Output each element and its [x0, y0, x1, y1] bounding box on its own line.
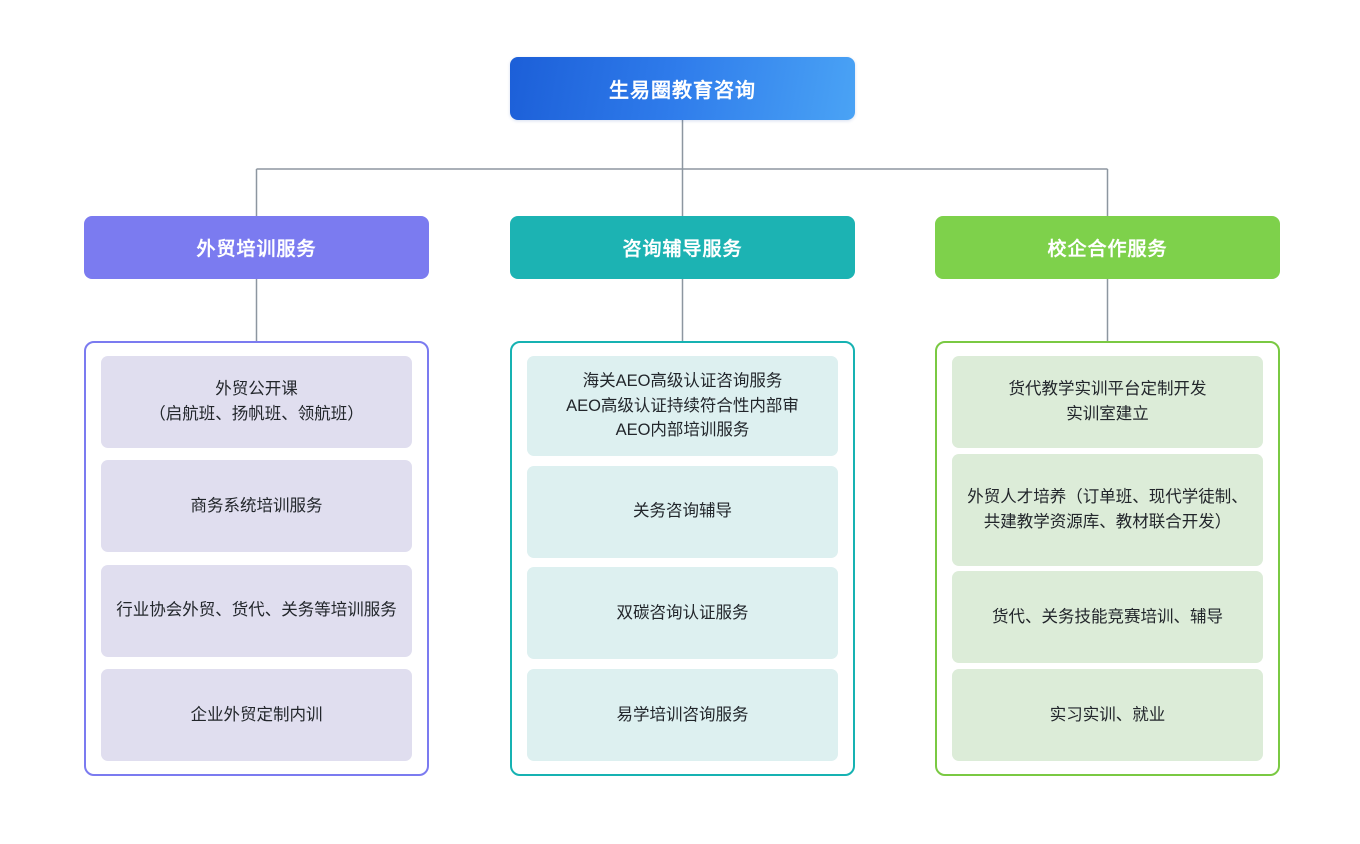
- leaf-item[interactable]: 货代教学实训平台定制开发 实训室建立: [952, 356, 1263, 448]
- leaf-item[interactable]: 外贸公开课 （启航班、扬帆班、领航班）: [101, 356, 412, 448]
- column-header-title: 咨询辅导服务: [622, 239, 743, 260]
- branch-column-waimao-peixun: 外贸培训服务 外贸公开课 （启航班、扬帆班、领航班） 商务系统培训服务 行业协会…: [84, 216, 429, 776]
- leaf-item[interactable]: 商务系统培训服务: [101, 460, 412, 553]
- branch-column-xiaoqi-hezuo: 校企合作服务 货代教学实训平台定制开发 实训室建立 外贸人才培养（订单班、现代学…: [935, 216, 1280, 776]
- column-header-waimao-peixun[interactable]: 外贸培训服务: [84, 216, 429, 279]
- column-body-zixun-fudao: 海关AEO高级认证咨询服务 AEO高级认证持续符合性内部审 AEO内部培训服务 …: [510, 341, 855, 776]
- column-body-waimao-peixun: 外贸公开课 （启航班、扬帆班、领航班） 商务系统培训服务 行业协会外贸、货代、关…: [84, 341, 429, 776]
- leaf-item[interactable]: 海关AEO高级认证咨询服务 AEO高级认证持续符合性内部审 AEO内部培训服务: [527, 356, 838, 456]
- column-header-title: 校企合作服务: [1047, 239, 1168, 260]
- leaf-item[interactable]: 实习实训、就业: [952, 668, 1263, 761]
- root-node[interactable]: 生易圈教育咨询: [510, 57, 855, 120]
- leaf-item[interactable]: 双碳咨询认证服务: [527, 567, 838, 660]
- leaf-item[interactable]: 企业外贸定制内训: [101, 668, 412, 761]
- column-header-zixun-fudao[interactable]: 咨询辅导服务: [510, 216, 855, 279]
- column-header-title: 外贸培训服务: [196, 239, 317, 260]
- leaf-item[interactable]: 外贸人才培养（订单班、现代学徒制、共建教学资源库、教材联合开发）: [952, 453, 1263, 566]
- column-body-xiaoqi-hezuo: 货代教学实训平台定制开发 实训室建立 外贸人才培养（订单班、现代学徒制、共建教学…: [935, 341, 1280, 776]
- leaf-item[interactable]: 货代、关务技能竞赛培训、辅导: [952, 571, 1263, 664]
- leaf-item[interactable]: 关务咨询辅导: [527, 465, 838, 558]
- root-node-title: 生易圈教育咨询: [609, 80, 756, 102]
- branch-column-zixun-fudao: 咨询辅导服务 海关AEO高级认证咨询服务 AEO高级认证持续符合性内部审 AEO…: [510, 216, 855, 776]
- leaf-item[interactable]: 易学培训咨询服务: [527, 668, 838, 761]
- leaf-item[interactable]: 行业协会外贸、货代、关务等培训服务: [101, 564, 412, 657]
- column-header-xiaoqi-hezuo[interactable]: 校企合作服务: [935, 216, 1280, 279]
